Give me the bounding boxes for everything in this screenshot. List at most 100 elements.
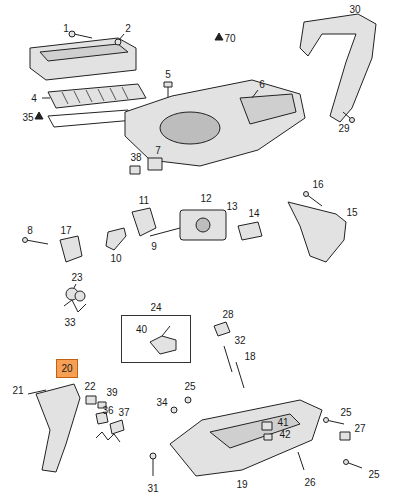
leader-line [42, 98, 50, 99]
trigger-handle [36, 384, 80, 472]
callout-number: 22 [84, 381, 95, 392]
switch-part [150, 336, 176, 354]
housing-opening [160, 112, 220, 144]
callout-number: 10 [110, 253, 121, 264]
screw-head [164, 82, 172, 87]
highlight-box: 20 [56, 359, 78, 378]
small-part [214, 322, 230, 336]
callout-number: 23 [71, 272, 82, 283]
small-part [238, 222, 262, 240]
air-filter [48, 84, 146, 108]
wire [28, 390, 46, 394]
wire [162, 326, 170, 336]
pin [224, 346, 232, 372]
kit-triangle [215, 33, 223, 40]
callout-number: 18 [244, 351, 255, 362]
callout-number: 7 [155, 145, 161, 156]
screw-head [185, 397, 191, 403]
cover-top [40, 44, 128, 61]
leader-line [119, 34, 124, 40]
callout-number: 39 [106, 387, 117, 398]
callout-number: 26 [304, 477, 315, 488]
callout-number: 70 [224, 33, 235, 44]
callout-number: 5 [165, 69, 171, 80]
small-part [340, 432, 350, 440]
lever [106, 228, 126, 250]
callout-number: 28 [222, 309, 233, 320]
carburettor [180, 210, 226, 240]
lower-housing [170, 400, 322, 476]
callout-number: 25 [184, 381, 195, 392]
screw-head [304, 192, 309, 197]
kit-triangle [35, 112, 43, 119]
washer [75, 291, 85, 301]
front-handle [300, 14, 376, 122]
callout-number: 2 [125, 23, 131, 34]
callout-number: 42 [279, 429, 290, 440]
engine-housing [125, 80, 305, 166]
bracket [288, 202, 346, 262]
callout-number: 32 [234, 335, 245, 346]
screw-head [324, 418, 329, 423]
gasket [48, 110, 134, 127]
carb-throat [196, 218, 210, 232]
callout-number: 13 [226, 201, 237, 212]
screw-head [171, 407, 177, 413]
screw [343, 112, 350, 118]
callout-number: 38 [130, 152, 141, 163]
group-box: 2440 [121, 315, 191, 363]
callout-number: 33 [64, 317, 75, 328]
small-part [262, 422, 272, 430]
leader-line [74, 284, 76, 288]
screw-head [115, 39, 121, 45]
rod [298, 452, 304, 470]
callout-number: 12 [200, 193, 211, 204]
screw-head [23, 238, 28, 243]
top-cover [30, 38, 136, 80]
callout-number: 31 [147, 483, 158, 494]
small-part [130, 166, 140, 174]
spring [96, 432, 120, 442]
callout-number: 17 [60, 225, 71, 236]
pin [153, 458, 154, 476]
callout-number: 29 [338, 123, 349, 134]
callout-number: 8 [27, 225, 33, 236]
callout-number: 21 [12, 385, 23, 396]
callout-number: 11 [139, 195, 149, 206]
callout-number: 41 [277, 417, 288, 428]
callout-number: 40 [136, 324, 147, 335]
bracket [132, 208, 156, 236]
callout-number: 34 [156, 397, 167, 408]
small-part [86, 396, 96, 404]
callout-number: 6 [259, 79, 265, 90]
callout-number: 15 [346, 207, 357, 218]
housing-recess [210, 414, 300, 448]
callout-number: 25 [368, 469, 379, 480]
screw-head [350, 118, 355, 123]
callout-number: 1 [63, 23, 69, 34]
screw-head [344, 460, 349, 465]
small-part [148, 158, 162, 170]
callout-number: 25 [340, 407, 351, 418]
callout-number: 20 [61, 363, 72, 374]
callout-number: 9 [151, 241, 157, 252]
callout-number: 14 [248, 208, 259, 219]
screw-head [69, 31, 75, 37]
callout-number: 30 [349, 4, 360, 15]
callout-number: 19 [236, 479, 247, 490]
screw [26, 240, 48, 244]
callout-number: 27 [354, 423, 365, 434]
bracket [60, 236, 82, 262]
callout-number: 37 [118, 407, 129, 418]
callout-number: 4 [31, 93, 37, 104]
small-part [110, 420, 124, 434]
screw-head [150, 453, 156, 459]
small-part [264, 434, 272, 440]
callout-number: 24 [150, 302, 161, 313]
callout-number: 36 [102, 405, 113, 416]
leader-line [252, 90, 258, 98]
pin [236, 362, 244, 388]
screw [74, 34, 92, 38]
